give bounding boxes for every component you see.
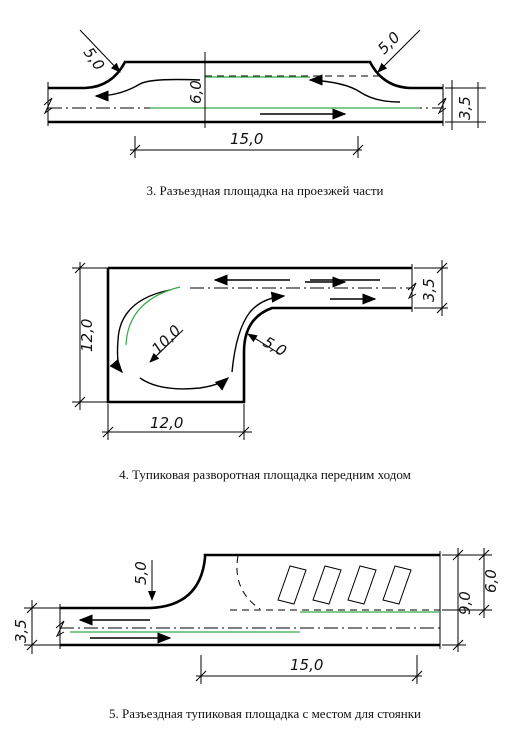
fig3-top-edge <box>48 60 443 90</box>
fig4-lane-label: 3,5 <box>420 278 438 302</box>
fig5-depth-label: 9,0 <box>456 591 474 615</box>
fig3-radius-right-label: 5,0 <box>374 28 404 58</box>
figure-5-drawing: 5,0 3,5 9,0 6,0 15,0 <box>12 548 500 684</box>
fig4-turn-arrow-3 <box>231 291 286 373</box>
figure-5-caption: 5. Разъездная тупиковая площадка с место… <box>109 706 421 721</box>
fig4-turn-arrow-1 <box>109 289 171 374</box>
fig4-turn-radius-label: 10,0 <box>148 321 184 357</box>
fig3-lane-label: 3,5 <box>456 96 474 120</box>
fig4-turn-arrow-2 <box>139 377 230 391</box>
fig3-arrow-swing <box>309 79 401 103</box>
figure-4-drawing: 12,0 3,5 10,0 5,0 12,0 <box>72 260 448 440</box>
fig4-outline <box>106 268 412 404</box>
fig3-arrow-left <box>94 78 201 102</box>
fig5-parking-spaces <box>277 565 412 605</box>
fig5-top-edge <box>60 553 440 610</box>
fig5-corner-radius-label: 5,0 <box>132 561 150 585</box>
fig4-height-label: 12,0 <box>78 319 96 352</box>
parking-space <box>312 565 342 605</box>
fig4-corner-radius-label: 5,0 <box>260 333 290 361</box>
parking-space <box>382 565 412 605</box>
figure-4-caption: 4. Тупиковая разворотная площадка передн… <box>119 467 411 482</box>
fig4-width-label: 12,0 <box>150 414 183 432</box>
fig3-width-label: 6,0 <box>187 80 205 104</box>
fig3-radius-left-label: 5,0 <box>80 44 108 74</box>
fig5-length-label: 15,0 <box>290 656 323 674</box>
parking-space <box>347 565 377 605</box>
figure-3-caption: 3. Разъездная площадка на проезжей части <box>146 183 384 198</box>
figure-3-drawing: 5,0 5,0 6,0 3,5 15,0 <box>43 28 486 158</box>
fig5-parking-label: 6,0 <box>482 569 500 593</box>
fig5-lane-label: 3,5 <box>12 619 30 643</box>
fig3-length-label: 15,0 <box>230 130 263 148</box>
parking-space <box>277 565 307 605</box>
